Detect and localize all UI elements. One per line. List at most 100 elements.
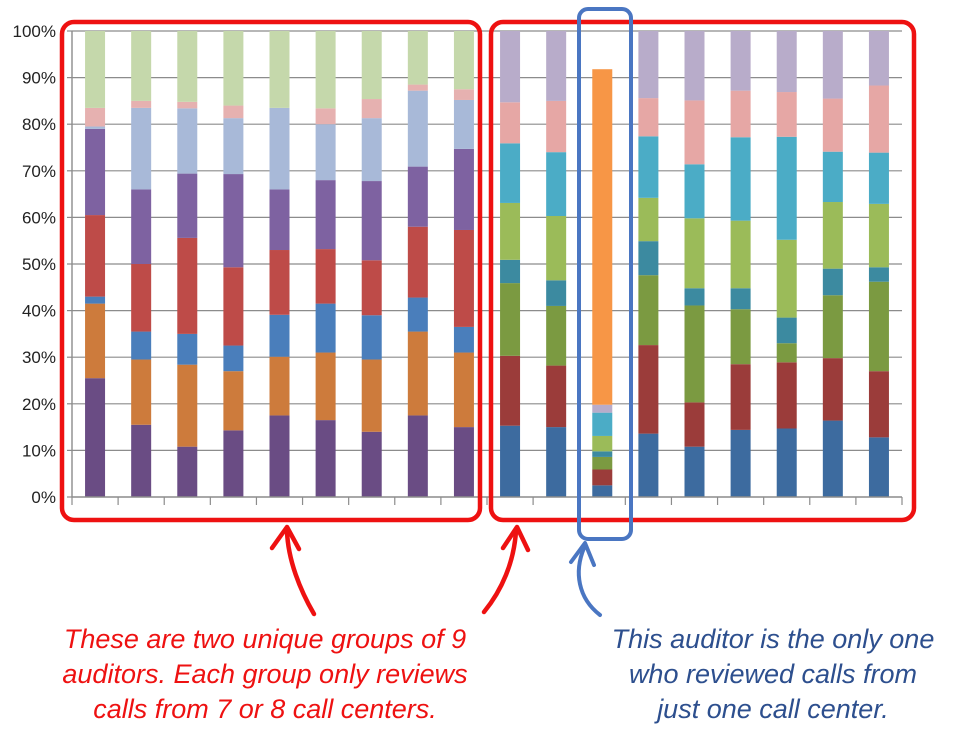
bar-segment <box>85 107 106 127</box>
bar-segment <box>407 166 428 227</box>
bar-segment <box>776 92 797 137</box>
red-arrow-1 <box>284 528 317 617</box>
bar-segment <box>177 108 198 174</box>
bar-segment <box>776 317 797 344</box>
bar-segment <box>315 180 336 250</box>
bar-segment <box>776 428 797 497</box>
bar-segment <box>592 456 613 470</box>
bar-segment <box>684 305 705 403</box>
red-annotation-text: These are two unique groups of 9 auditor… <box>18 622 512 727</box>
bar-segment <box>500 143 521 203</box>
bar-segment <box>638 197 659 242</box>
bar-segment <box>131 331 152 360</box>
bar-segment <box>315 124 336 181</box>
bar-segment <box>822 202 843 269</box>
blue-arrowhead <box>569 541 596 567</box>
bar-segment <box>223 105 244 119</box>
bar-segment <box>822 98 843 152</box>
bar-segment <box>868 203 889 268</box>
bar-segment <box>684 402 705 447</box>
red-arrowhead-1 <box>269 524 302 552</box>
annotation-shapes <box>59 7 917 617</box>
bar-segment <box>85 378 106 497</box>
bar-segment <box>638 275 659 346</box>
bar-segment <box>730 288 751 310</box>
y-tick-label: 90% <box>22 69 56 88</box>
bar-segment <box>361 31 382 100</box>
bar-segment <box>453 31 474 90</box>
bar-segment <box>822 268 843 296</box>
bar-segment <box>684 164 705 219</box>
bar-segment <box>730 220 751 289</box>
axes <box>67 30 903 505</box>
bar-segment <box>500 259 521 284</box>
bar-segment <box>269 314 290 357</box>
red-annotation-line-3: calls from 7 or 8 call centers. <box>93 694 437 724</box>
bar-segment <box>546 280 567 306</box>
bar-segment <box>131 31 152 101</box>
red-group-box-1 <box>59 19 483 523</box>
bar-segment <box>822 358 843 421</box>
bar-segment <box>315 31 336 109</box>
y-axis-tick-labels: 0%10%20%30%40%50%60%70%80%90%100% <box>13 22 56 507</box>
bar-segment <box>730 309 751 365</box>
bar-segment <box>684 218 705 289</box>
bar-segment <box>407 90 428 167</box>
blue-auditor-box <box>577 7 633 541</box>
bar-segment <box>776 31 797 93</box>
bar-segment <box>500 31 521 103</box>
bar-segment <box>131 100 152 108</box>
bar-segment <box>684 446 705 497</box>
bar-segment <box>131 107 152 190</box>
bar-segment <box>269 356 290 416</box>
bar-segment <box>868 267 889 282</box>
bar-segment <box>868 437 889 497</box>
bar-segment <box>407 226 428 298</box>
bar-segment <box>822 420 843 497</box>
blue-annotation-line-2: who reviewed calls from <box>628 659 918 689</box>
y-tick-label: 0% <box>31 488 56 507</box>
bar-segment <box>223 118 244 175</box>
bar-segment <box>592 451 613 457</box>
bar-segment <box>638 98 659 137</box>
bar-segment <box>500 283 521 356</box>
bar-segment <box>730 31 751 91</box>
bar-segment <box>638 136 659 198</box>
bar-segment <box>730 364 751 430</box>
bar-segment <box>592 485 613 497</box>
y-tick-label: 80% <box>22 115 56 134</box>
bar-segment <box>776 343 797 363</box>
bar-segment <box>500 355 521 426</box>
bar-segment <box>868 31 889 86</box>
bar-segment <box>453 99 474 149</box>
y-tick-label: 20% <box>22 395 56 414</box>
bar-segment <box>315 303 336 353</box>
bar-segment <box>407 84 428 91</box>
red-annotation-line-1: These are two unique groups of 9 <box>63 624 467 654</box>
bar-segment <box>361 315 382 360</box>
bar-segment <box>177 237 198 334</box>
bar-segment <box>776 239 797 318</box>
bar-segment <box>453 326 474 353</box>
bar-segment <box>453 148 474 230</box>
bar-segment <box>131 189 152 264</box>
bar-segment <box>546 427 567 497</box>
bar-segment <box>223 345 244 372</box>
bar-segment <box>684 100 705 165</box>
y-tick-label: 40% <box>22 302 56 321</box>
bar-segment <box>776 136 797 240</box>
y-tick-label: 60% <box>22 208 56 227</box>
bar-segment <box>407 415 428 497</box>
bar-segment <box>269 107 290 190</box>
bar-segment <box>85 296 106 304</box>
bar-segment <box>361 181 382 261</box>
bar-segment <box>131 359 152 425</box>
bar-segment <box>500 202 521 260</box>
bar-segment <box>684 288 705 306</box>
bar-segment <box>223 31 244 106</box>
bar-segment <box>730 90 751 138</box>
bar-segment <box>453 89 474 100</box>
bar-segment <box>223 267 244 346</box>
bar-segment <box>592 69 613 405</box>
